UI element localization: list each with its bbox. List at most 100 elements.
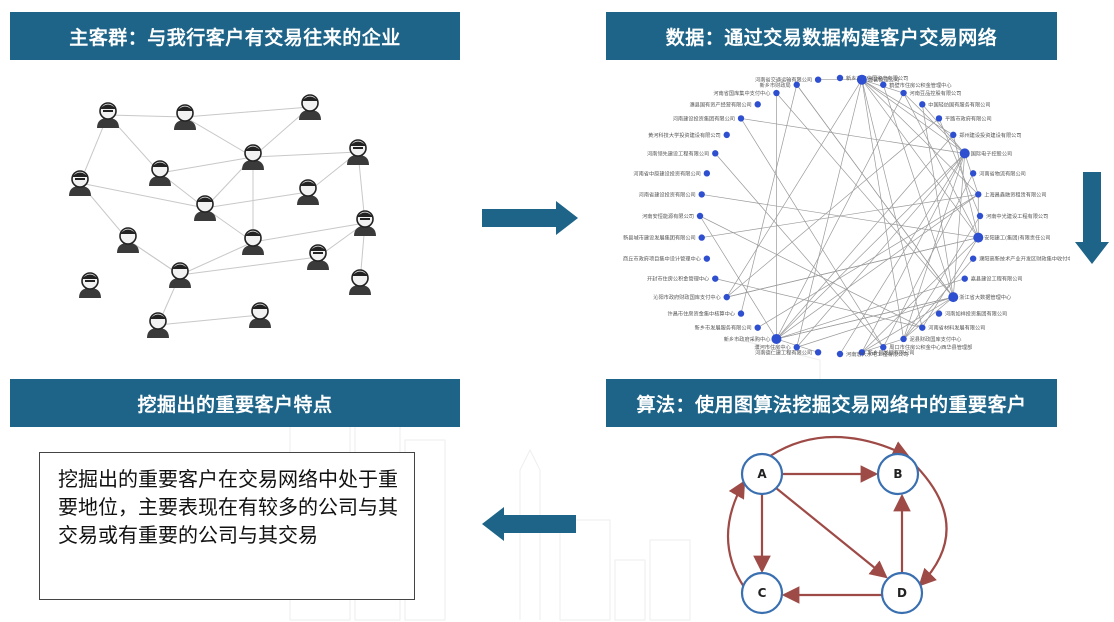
person-avatar-icon (249, 302, 271, 328)
company-label: 商丘市政府项目集中设计管理中心 (623, 255, 701, 263)
company-label: 河南豆品控股有限公司 (910, 89, 962, 97)
banner-data: 数据：通过交易数据构建客户交易网络 (606, 12, 1057, 60)
person-avatar-icon (307, 244, 329, 270)
banner-main-customer-group: 主客群：与我行客户有交易往来的企业 (10, 12, 460, 60)
graph-edge (727, 480, 746, 588)
company-node (814, 349, 822, 356)
company-label: 新乡市政府采购中心 (724, 335, 771, 343)
company-node (712, 150, 719, 157)
company-label: 河南省物流有限公司 (979, 169, 1026, 177)
graph-edge (775, 487, 888, 579)
company-label: 河南德仁建工程有限公司 (755, 348, 812, 356)
company-node (935, 115, 943, 122)
company-label: 上海昌鑫融资租赁有限公司 (984, 190, 1046, 198)
person-avatar-icon (297, 179, 319, 205)
company-label: 河南省国库集中支付中心 (713, 89, 770, 97)
company-node (698, 234, 705, 241)
company-node (703, 255, 711, 262)
company-label: 河南省建设投资有限公司 (639, 190, 696, 198)
company-node (975, 191, 982, 198)
company-label: 平路市政府有限公司 (945, 114, 992, 122)
graph-node-b (876, 452, 920, 496)
company-node (900, 335, 907, 343)
company-node (737, 115, 745, 122)
graph-node-label: A (757, 467, 767, 481)
graph-node-c (740, 571, 784, 615)
company-node (969, 170, 977, 177)
company-node (723, 293, 730, 301)
graph-node-label: B (893, 467, 902, 481)
person-avatar-icon (174, 104, 196, 130)
company-node (737, 310, 745, 317)
company-label: 河南省材料发展有限公司 (928, 324, 985, 332)
company-node (773, 89, 780, 97)
company-label: 河南如祥投资集团有限公司 (945, 310, 1007, 318)
company-label: 鹤壁市住房公积金管理中心 (889, 81, 951, 89)
arrow-right-icon (482, 201, 578, 235)
graph-node-d (880, 571, 924, 615)
company-node (948, 292, 959, 303)
company-node (950, 131, 957, 139)
company-label: 河南领先建设工程有限公司 (647, 149, 709, 157)
person-avatar-icon (354, 210, 376, 236)
company-label: 濮县国有资产经营有限公司 (689, 100, 751, 108)
company-label: 河南安恒能源有限公司 (642, 212, 694, 220)
company-label: 周口市住房公积金中心西华县管理部 (889, 343, 972, 351)
company-label: 国际电子控股公司 (971, 149, 1013, 157)
company-node (919, 101, 926, 108)
company-node (793, 81, 800, 88)
company-label: 开封市住房公积金管理中心 (647, 275, 709, 283)
person-avatar-icon (117, 227, 139, 253)
company-node (793, 344, 800, 351)
banner-algorithm: 算法：使用图算法挖掘交易网络中的重要客户 (606, 379, 1057, 427)
company-label: 中国轻纺国有服务有限公司 (928, 100, 990, 108)
person-avatar-icon (299, 94, 321, 120)
company-label: 经营管理公司 (868, 76, 899, 84)
person-avatar-icon (349, 269, 371, 295)
company-node (723, 131, 730, 139)
company-node (836, 74, 844, 82)
company-label: 河南省交通运输有限公司 (755, 76, 812, 84)
company-node (959, 148, 970, 159)
company-label: 河南建设投资集团有限公司 (673, 114, 735, 122)
company-node (754, 101, 761, 108)
company-label: 郑州建设投资建设有限公司 (959, 131, 1021, 139)
graph-edge (915, 465, 948, 587)
company-label: 安阳建工(集团)有限责任公司 (984, 234, 1050, 242)
company-node (836, 350, 844, 358)
company-node (880, 81, 887, 88)
company-label: 河南宏大水电工程有限公司 (846, 350, 908, 358)
company-label: 沁阳市政府财政国库支付中心 (653, 293, 720, 301)
person-avatar-icon (242, 229, 264, 255)
company-node (880, 344, 887, 351)
company-label: 濮阳高新技术产业开发区财政集中收付中心 (979, 255, 1070, 263)
company-label: 河南省中原建设投资有限公司 (633, 169, 700, 177)
person-avatar-icon (347, 139, 369, 165)
company-label: 新县城市建设发展集团有限公司 (623, 234, 696, 242)
company-node (754, 324, 761, 331)
arrow-down-icon (1075, 172, 1109, 264)
person-avatar-icon (147, 312, 169, 338)
company-node (858, 349, 866, 356)
company-label: 濮河市住房中心 (754, 343, 790, 351)
company-node (856, 74, 867, 85)
company-label: 新乡市市信国资产有限公司 (846, 74, 908, 82)
graph-node-label: C (758, 586, 767, 600)
company-node (712, 275, 719, 282)
graph-node-a (740, 452, 784, 496)
person-avatar-icon (242, 144, 264, 170)
company-label: 泥县财政国库支付中心 (910, 335, 962, 343)
graph-edge (769, 436, 910, 458)
person-avatar-icon (194, 195, 216, 221)
person-avatar-icon (97, 102, 119, 128)
arrow-left-icon (482, 507, 576, 541)
company-node (973, 232, 984, 243)
company-node (900, 89, 907, 97)
company-label: 新乡市发展服务有限公司 (695, 324, 752, 332)
company-node (698, 191, 705, 198)
company-label: 河南中光建设工程有限公司 (986, 212, 1048, 220)
company-node (703, 170, 711, 177)
person-avatar-icon (79, 272, 101, 298)
company-node (935, 310, 943, 317)
company-node (771, 333, 782, 344)
